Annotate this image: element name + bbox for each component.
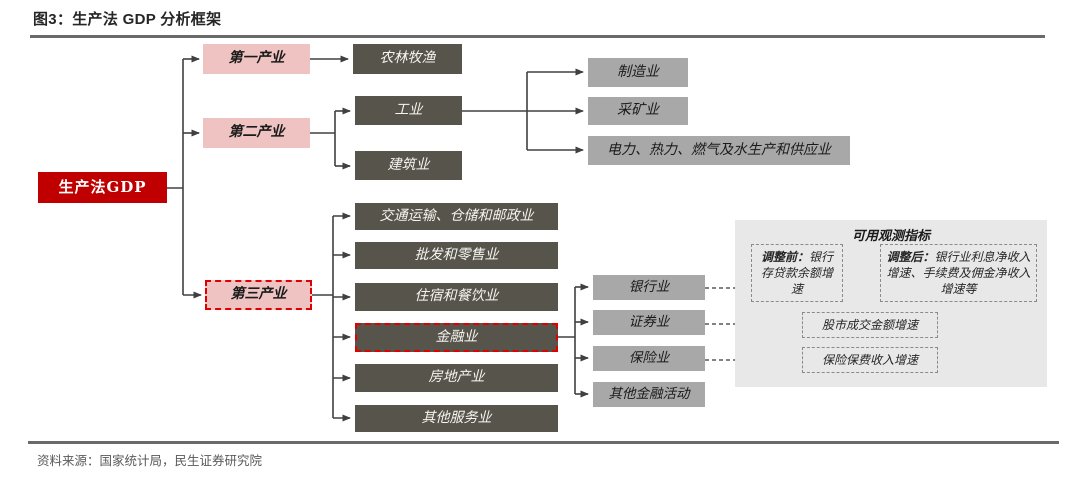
node-industry: 工业 (355, 96, 462, 125)
node-finance: 金融业 (355, 323, 558, 352)
node-wholesale-retail: 批发和零售业 (355, 242, 558, 269)
indicator-text: 调整后：银行业利息净收入增速、手续费及佣金净收入增速等 (886, 249, 1031, 297)
source-note: 资料来源：国家统计局，民生证券研究院 (37, 454, 263, 468)
node-real-estate: 房地产业 (355, 364, 558, 392)
node-other-financial-activities: 其他金融活动 (593, 382, 705, 407)
footer-divider (28, 441, 1059, 444)
indicator-post-adjustment: 调整后：银行业利息净收入增速、手续费及佣金净收入增速等 (880, 244, 1037, 302)
panel-title: 可用观测指标 (851, 229, 930, 244)
node-utilities: 电力、热力、燃气及水生产和供应业 (588, 136, 850, 165)
node-other-services: 其他服务业 (355, 405, 558, 432)
indicator-text: 调整前：银行存贷款余额增速 (760, 249, 834, 297)
node-insurance: 保险业 (593, 346, 705, 371)
node-agriculture: 农林牧渔 (353, 44, 462, 74)
node-primary-industry: 第一产业 (203, 44, 310, 74)
node-hospitality-catering: 住宿和餐饮业 (355, 283, 558, 311)
figure-title: 图3：生产法 GDP 分析框架 (33, 11, 222, 28)
node-banking: 银行业 (593, 275, 705, 300)
node-manufacturing: 制造业 (588, 58, 688, 87)
indicator-pre-adjustment: 调整前：银行存贷款余额增速 (751, 244, 843, 302)
node-mining: 采矿业 (588, 97, 688, 125)
indicator-insurance-premium: 保险保费收入增速 (802, 347, 938, 373)
title-divider (30, 35, 1045, 38)
observable-indicators-panel: 可用观测指标 调整前：银行存贷款余额增速 调整后：银行业利息净收入增速、手续费及… (735, 220, 1047, 387)
node-tertiary-industry: 第三产业 (205, 280, 312, 310)
node-secondary-industry: 第二产业 (203, 118, 310, 148)
node-production-gdp: 生产法GDP (38, 172, 167, 203)
indicator-stock-turnover: 股市成交金额增速 (802, 312, 938, 338)
node-securities: 证券业 (593, 310, 705, 335)
node-transport-storage-post: 交通运输、仓储和邮政业 (355, 203, 558, 230)
node-construction: 建筑业 (355, 151, 462, 180)
